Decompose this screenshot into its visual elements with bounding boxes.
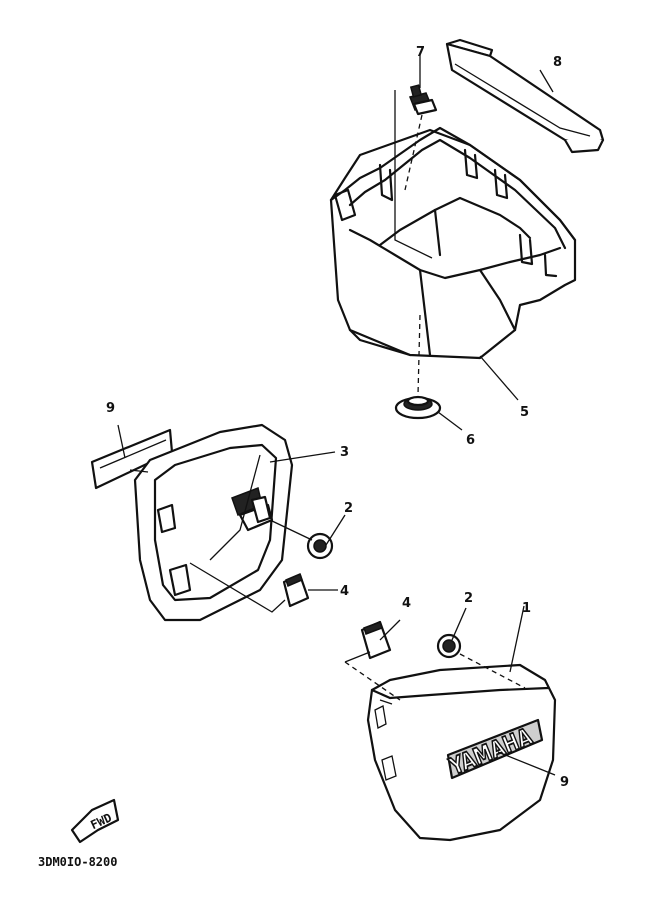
grommet-icon	[394, 395, 442, 420]
callout-8: 8	[553, 55, 562, 70]
side-cover-icon	[133, 423, 294, 622]
battery-box-icon	[329, 126, 577, 360]
front-arrow-icon: FWD	[70, 798, 120, 844]
callout-9-upper: 9	[106, 401, 115, 416]
callout-1: 1	[522, 601, 531, 616]
diagram-code: 3DM0IO-8200	[38, 855, 117, 869]
grommet-icon	[436, 633, 462, 659]
callout-4-right: 4	[402, 596, 411, 611]
grommet-icon	[282, 572, 310, 608]
callout-4-left: 4	[340, 584, 349, 599]
callout-2-left: 2	[344, 501, 353, 516]
grommet-icon	[360, 620, 392, 660]
callout-6: 6	[466, 433, 475, 448]
grommet-icon	[306, 532, 334, 560]
callout-2-right: 2	[464, 591, 473, 606]
callout-7: 7	[416, 45, 425, 60]
battery-strap-icon	[445, 38, 605, 154]
bolt-icon	[408, 84, 438, 116]
callout-9-lower: 9	[560, 775, 569, 790]
callout-3: 3	[340, 445, 349, 460]
callout-5: 5	[520, 405, 529, 420]
